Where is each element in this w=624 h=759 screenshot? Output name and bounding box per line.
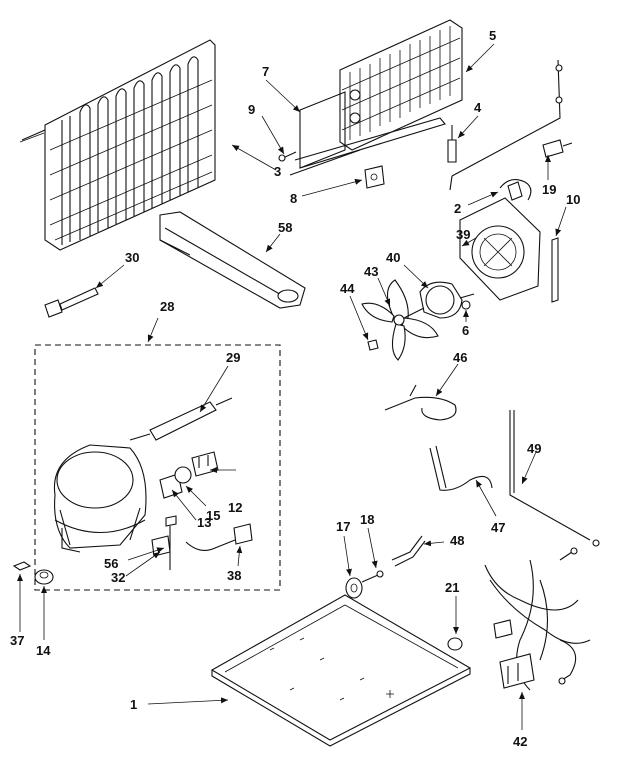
label-part-18: 18 — [360, 512, 374, 527]
label-part-37: 37 — [10, 633, 24, 648]
label-part-4: 4 — [474, 100, 482, 115]
compressor-mount — [12, 561, 54, 585]
label-part-15: 15 — [206, 508, 220, 523]
condenser-coil — [19, 39, 216, 251]
label-part-44: 44 — [340, 281, 355, 296]
leader-lines — [17, 43, 567, 730]
nut-21 — [447, 637, 463, 651]
label-part-17: 17 — [336, 519, 350, 534]
label-part-47: 47 — [491, 520, 505, 535]
label-part-39: 39 — [456, 227, 470, 242]
label-part-19: 19 — [542, 182, 556, 197]
wire-harness — [484, 547, 591, 691]
label-part-56: 56 — [104, 556, 118, 571]
label-part-46: 46 — [453, 350, 467, 365]
base-pan — [210, 594, 472, 747]
label-part-48: 48 — [450, 533, 464, 548]
defrost-thermostat-harness — [447, 59, 573, 303]
label-part-6: 6 — [462, 323, 469, 338]
label-part-43: 43 — [364, 264, 378, 279]
label-part-9: 9 — [248, 102, 255, 117]
label-part-42: 42 — [513, 734, 527, 749]
fan-shroud — [459, 197, 541, 301]
label-part-30: 30 — [125, 250, 139, 265]
fan-motor-assembly — [361, 279, 475, 361]
part-labels: 7 5 9 4 3 8 19 2 10 58 39 40 30 43 44 28… — [10, 28, 580, 749]
label-part-40: 40 — [386, 250, 400, 265]
tube-46 — [384, 384, 457, 421]
evaporator-assembly — [278, 19, 463, 189]
label-part-13: 13 — [197, 515, 211, 530]
label-part-58: 58 — [278, 220, 292, 235]
label-part-32: 32 — [111, 570, 125, 585]
label-part-38: 38 — [227, 568, 241, 583]
label-part-1: 1 — [130, 697, 137, 712]
tube-47 — [429, 445, 493, 491]
tube-48 — [391, 535, 426, 567]
label-part-21: 21 — [445, 580, 459, 595]
drain-pan — [159, 211, 306, 309]
label-part-3: 3 — [274, 164, 281, 179]
label-part-10: 10 — [566, 192, 580, 207]
power-cord-strain-relief — [44, 287, 99, 318]
label-part-28: 28 — [160, 299, 174, 314]
label-part-5: 5 — [489, 28, 496, 43]
tube-49 — [509, 410, 600, 547]
label-part-2: 2 — [454, 201, 461, 216]
label-part-49: 49 — [527, 441, 541, 456]
compressor-group — [34, 344, 281, 591]
roller-and-screw — [345, 570, 384, 599]
label-part-12: 12 — [228, 500, 242, 515]
label-part-14: 14 — [36, 643, 51, 658]
label-part-7: 7 — [262, 64, 269, 79]
label-part-29: 29 — [226, 350, 240, 365]
label-part-8: 8 — [290, 191, 297, 206]
